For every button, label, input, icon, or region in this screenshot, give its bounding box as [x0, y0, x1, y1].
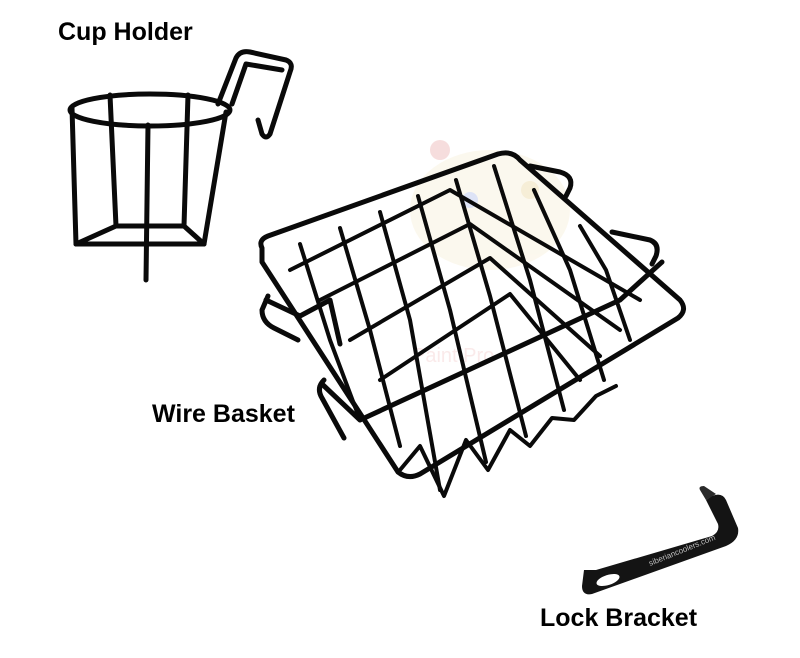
cup-holder-label: Cup Holder [58, 18, 193, 46]
background-watermark: Paint Pro [410, 140, 570, 367]
lock-bracket-illustration: siberiancoolers.com [582, 486, 739, 595]
wire-basket-illustration [258, 150, 686, 498]
watermark-text: Paint Pro [412, 345, 494, 367]
cup-holder-illustration [67, 49, 294, 283]
lock-bracket-label: Lock Bracket [540, 604, 698, 632]
wire-basket-label: Wire Basket [152, 400, 295, 428]
